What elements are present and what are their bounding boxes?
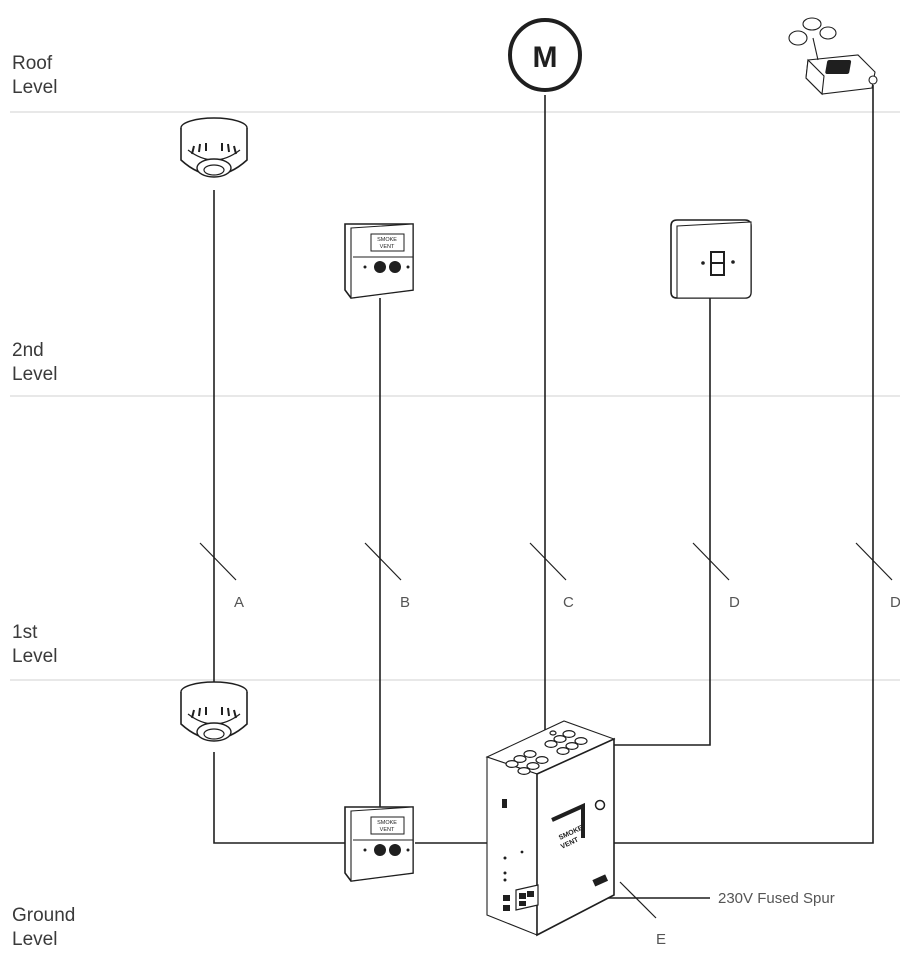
level-label-1st: 1st Level: [12, 622, 58, 667]
smoke-vent-call-point-lower: SMOKE VENT: [344, 806, 414, 882]
level-label-roof: Roof Level: [12, 53, 58, 98]
spur-label: 230V Fused Spur: [718, 890, 835, 907]
call-point-text-2: VENT: [380, 244, 395, 250]
cable-ticks: [199, 542, 893, 919]
tick-e: [619, 881, 657, 919]
tick-a: [199, 542, 237, 581]
wire-d-switch: [614, 298, 711, 746]
cable-label-d: D: [729, 594, 740, 611]
floor-lines: [10, 111, 900, 681]
call-point-text-3: SMOKE: [377, 820, 397, 826]
tick-b: [364, 542, 402, 581]
smoke-vent-control-panel: SMOKE VENT: [485, 720, 616, 937]
smoke-detector-icon-upper: [180, 117, 248, 178]
cable-label-c: C: [563, 594, 574, 611]
wiring: [213, 85, 874, 899]
call-point-text-4: VENT: [380, 827, 395, 833]
smoke-vent-call-point-upper: SMOKE VENT: [344, 223, 414, 299]
smoke-detector-icon-lower: [180, 681, 248, 742]
tick-d2: [855, 542, 893, 581]
cable-label-e: E: [656, 931, 666, 948]
wire-d-weather: [614, 85, 874, 844]
motor-icon: M: [508, 18, 582, 92]
tick-d1: [692, 542, 730, 581]
call-point-text-1: SMOKE: [377, 237, 397, 243]
cable-label-a: A: [234, 594, 244, 611]
cable-label-d-2: D: [890, 594, 900, 611]
wire-a-ground: [213, 752, 345, 844]
weather-station-icon: [788, 17, 878, 96]
vent-switch-icon: [670, 219, 752, 299]
level-label-2nd: 2nd Level: [12, 340, 58, 385]
motor-label: M: [533, 41, 558, 74]
tick-c: [529, 542, 567, 581]
cable-label-b: B: [400, 594, 410, 611]
cable-labels: A B C D D E 230V Fused Spur: [234, 594, 900, 948]
level-label-ground: Ground Level: [12, 905, 76, 950]
